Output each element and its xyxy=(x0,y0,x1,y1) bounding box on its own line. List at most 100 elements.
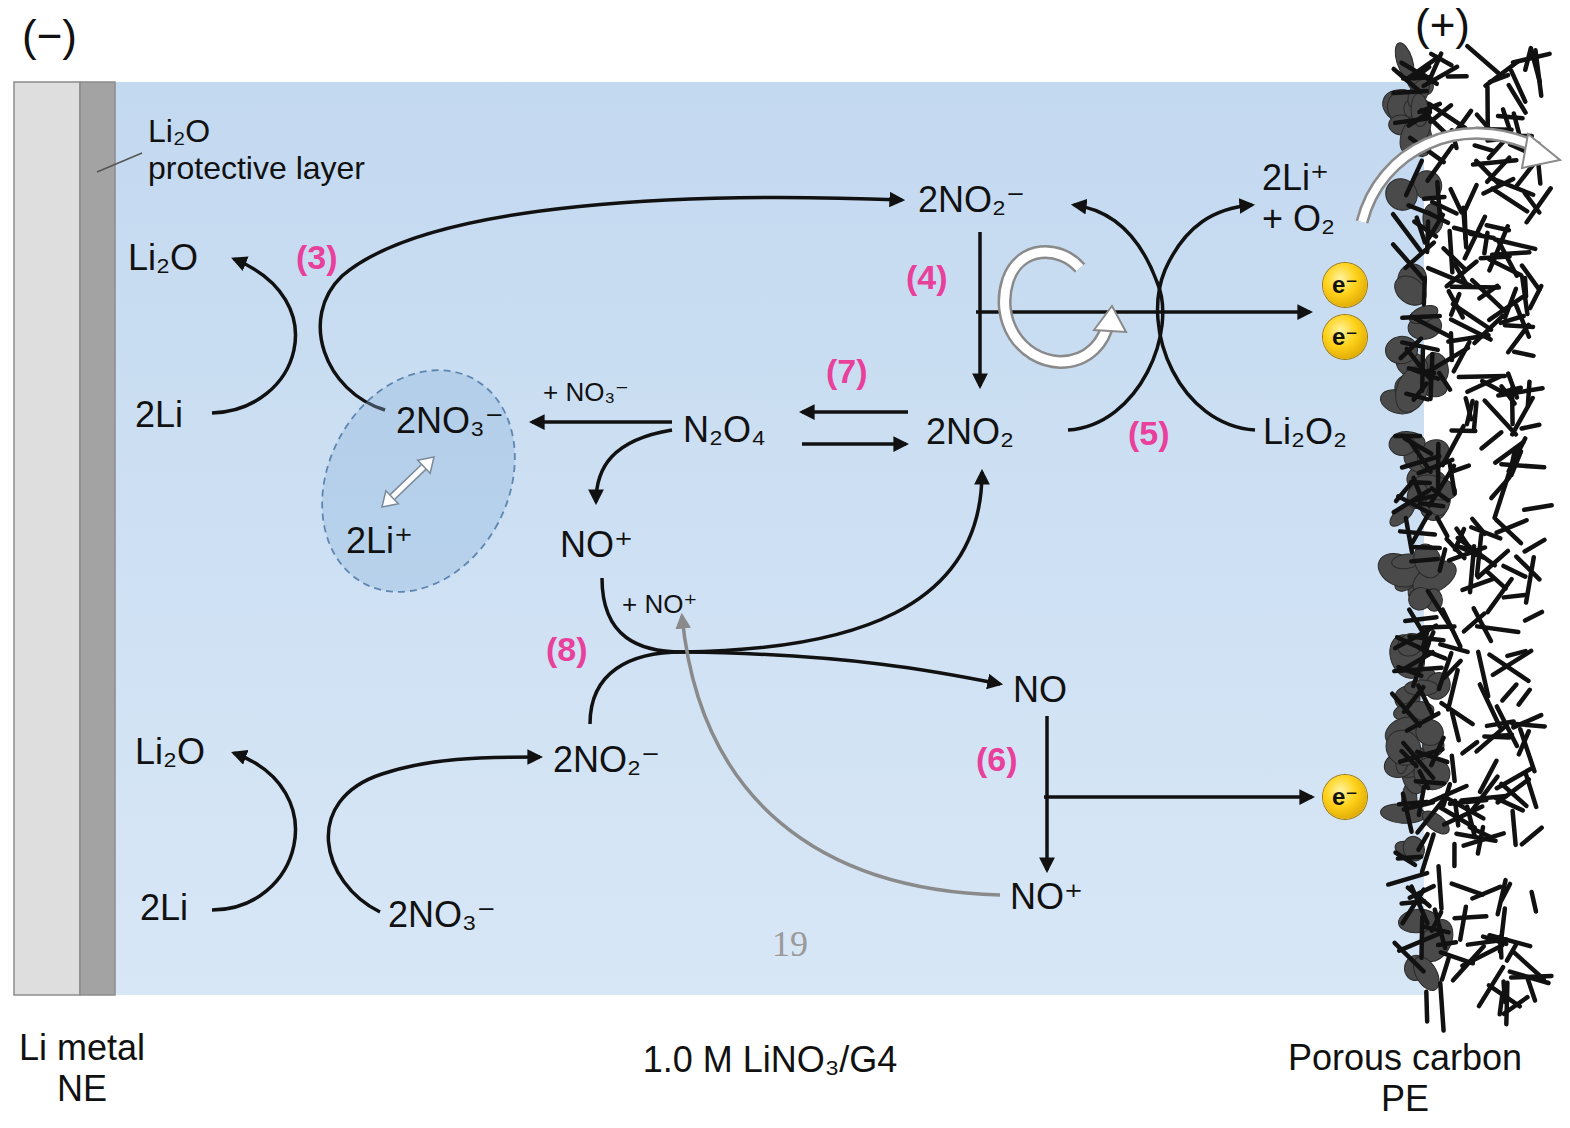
species-label: NO⁺ xyxy=(1010,876,1083,917)
carbon-fiber xyxy=(1439,373,1450,390)
carbon-fiber xyxy=(1497,520,1527,532)
carbon-fiber xyxy=(1441,703,1472,724)
carbon-fiber xyxy=(1466,398,1472,419)
carbon-fiber xyxy=(1393,244,1424,279)
species-label: Li₂O xyxy=(135,731,205,772)
carbon-fiber xyxy=(1513,811,1516,845)
reaction-arrow xyxy=(328,757,540,912)
carbon-fiber xyxy=(1394,490,1429,512)
carbon-fiber xyxy=(1438,942,1456,945)
carbon-fiber xyxy=(1437,182,1440,220)
carbon-fiber xyxy=(1509,438,1526,471)
carbon-fiber xyxy=(1500,996,1503,1015)
carbon-fiber xyxy=(1474,316,1503,344)
porous-carbon-electrode xyxy=(1373,41,1552,1031)
carbon-fiber xyxy=(1513,54,1550,63)
carbon-fiber xyxy=(1403,794,1412,832)
carbon-fiber xyxy=(1522,425,1540,429)
carbon-particle xyxy=(1409,540,1446,582)
carbon-fiber xyxy=(1441,952,1473,963)
carbon-fiber xyxy=(1442,958,1449,979)
carbon-fiber xyxy=(1460,907,1466,940)
species-label: 2NO₃⁻ xyxy=(388,894,496,935)
equilibrium-arrow xyxy=(802,442,906,446)
electron-label: e⁻ xyxy=(1332,325,1358,349)
species-label: 2NO₂⁻ xyxy=(918,179,1025,220)
carbon-fiber xyxy=(1524,505,1552,510)
callout-number: (6) xyxy=(976,740,1018,779)
carbon-fiber xyxy=(1393,91,1426,93)
reaction-arrow xyxy=(978,232,982,386)
carbon-fiber xyxy=(1412,317,1451,337)
carbon-fiber xyxy=(1511,976,1551,978)
carbon-fiber xyxy=(1407,349,1429,378)
carbon-fiber xyxy=(1419,917,1424,958)
carbon-fiber xyxy=(1506,983,1507,1025)
carbon-fiber xyxy=(1498,116,1523,118)
carbon-fiber xyxy=(1402,316,1440,318)
carbon-fiber xyxy=(1422,834,1434,871)
oxygen-release-arrow xyxy=(1362,133,1560,222)
species-label: Li₂O xyxy=(128,237,198,278)
carbon-fiber xyxy=(1463,208,1466,248)
carbon-fiber xyxy=(1406,161,1422,195)
carbon-fiber xyxy=(1420,503,1444,506)
carbon-fiber xyxy=(1505,325,1533,327)
carbon-fiber xyxy=(1449,333,1454,360)
cycle-icon xyxy=(1005,252,1126,362)
carbon-fiber xyxy=(1498,880,1506,914)
reaction-arrows xyxy=(212,198,1312,912)
carbon-fiber xyxy=(1485,401,1516,435)
callout-number: (7) xyxy=(826,352,868,391)
electron-symbol: e⁻ xyxy=(1323,775,1367,819)
carbon-fiber xyxy=(1481,432,1501,448)
page-number: 19 xyxy=(772,924,808,965)
carbon-fiber xyxy=(1419,787,1424,815)
carbon-fiber xyxy=(1437,518,1447,537)
leader-line xyxy=(97,153,142,172)
carbon-fiber xyxy=(1411,480,1430,485)
species-label: + NO₃⁻ xyxy=(543,378,629,408)
carbon-fiber xyxy=(1454,228,1480,235)
carbon-fiber xyxy=(1496,798,1523,810)
carbon-fiber xyxy=(1412,547,1440,548)
callout-number: (5) xyxy=(1128,414,1170,453)
species-label: 2NO₃⁻ xyxy=(396,400,504,441)
reaction-arrow xyxy=(682,652,1000,684)
carbon-fiber xyxy=(1485,87,1490,125)
carbon-fiber xyxy=(1454,342,1470,371)
carbon-fiber xyxy=(1447,539,1465,558)
carbon-fiber xyxy=(1475,145,1494,151)
carbon-fiber xyxy=(1395,119,1427,123)
carbon-fiber xyxy=(1396,852,1415,864)
carbon-fiber xyxy=(1448,670,1458,709)
species-label: NO⁺ xyxy=(560,524,633,565)
carbon-fiber xyxy=(1467,46,1502,76)
carbon-fiber xyxy=(1426,786,1467,804)
carbon-fiber xyxy=(1473,160,1516,164)
part-label: Porous carbon PE xyxy=(1288,1037,1522,1120)
carbon-fiber xyxy=(1504,981,1505,1001)
carbon-fiber xyxy=(1525,612,1542,621)
ion-pair-ellipse: 2NO₃⁻ 2Li⁺ xyxy=(316,365,521,597)
carbon-fiber xyxy=(1526,557,1534,602)
part-label: 1.0 M LiNO₃/G4 xyxy=(643,1039,898,1080)
carbon-fiber xyxy=(1477,725,1507,751)
species-label: 2NO₂⁻ xyxy=(553,739,660,780)
carbon-fiber xyxy=(1495,474,1509,518)
callout-number: (4) xyxy=(906,258,948,297)
species-label: 2Li⁺ xyxy=(346,520,413,561)
species-label: 2NO₂ xyxy=(926,411,1014,452)
carbon-fiber xyxy=(1432,912,1441,930)
carbon-fiber xyxy=(1482,381,1502,392)
reaction-arrow xyxy=(590,652,682,724)
carbon-fiber xyxy=(1440,549,1445,570)
carbon-fiber xyxy=(1406,243,1434,268)
carbon-fiber xyxy=(1400,749,1442,761)
reaction-arrow xyxy=(532,420,672,424)
lithium-electrode xyxy=(14,82,80,995)
carbon-fiber xyxy=(1410,637,1444,641)
carbon-fiber xyxy=(1468,940,1507,945)
carbon-fiber xyxy=(1503,566,1525,577)
carbon-fiber xyxy=(1522,828,1542,845)
